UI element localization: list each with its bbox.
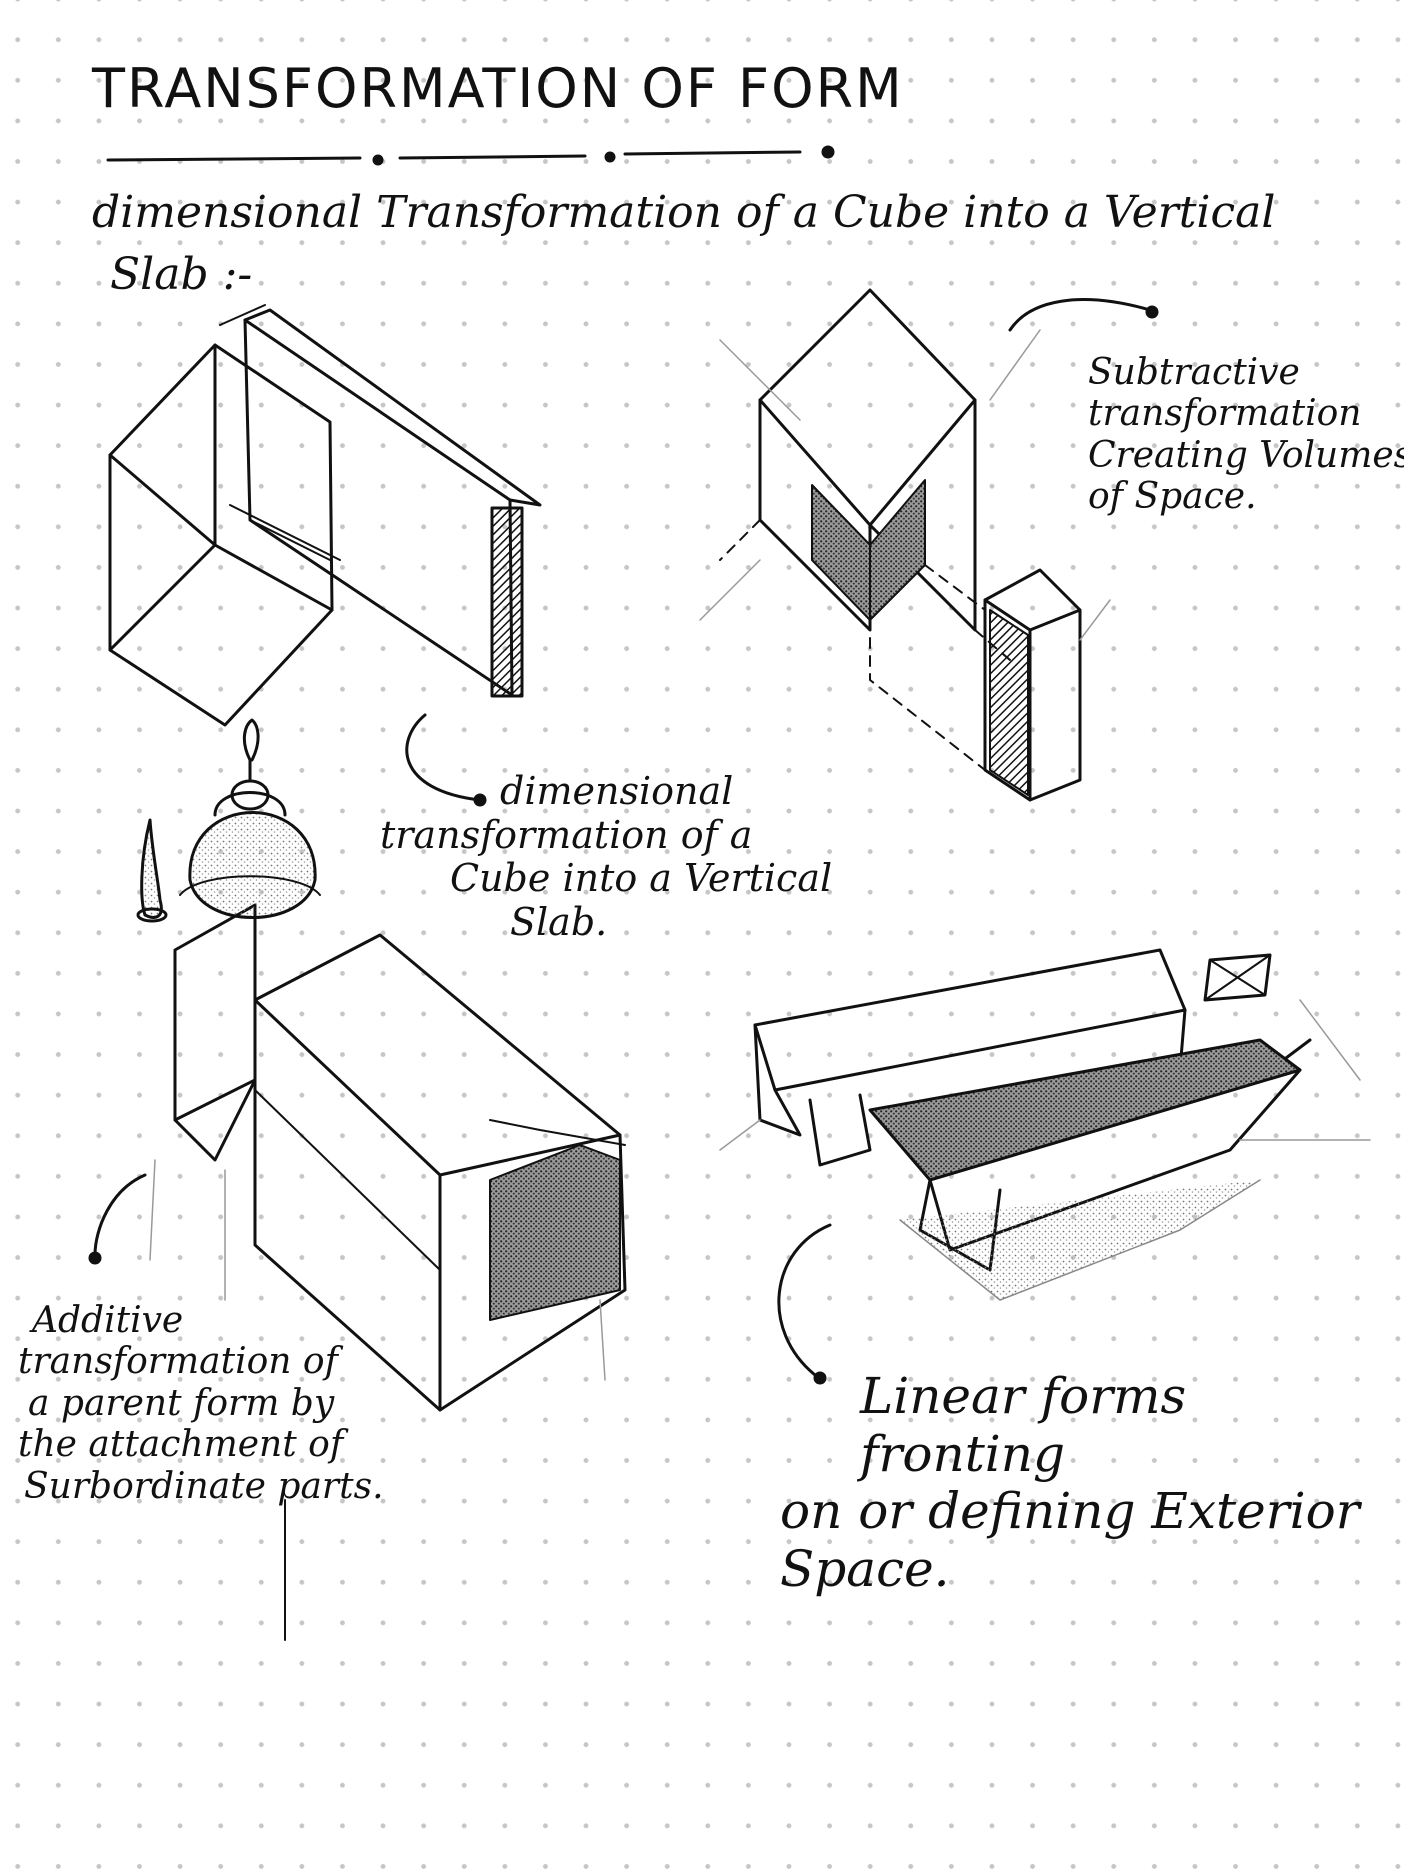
dimensional-caption: dimensional transformation of a Cube int… [380, 769, 880, 945]
caption-line: of Space. [1088, 476, 1257, 518]
caption-line: Additive [32, 1300, 184, 1341]
caption-line: a parent form by [28, 1382, 335, 1424]
caption-line: Slab. [510, 900, 608, 945]
caption-line: Linear forms fronting [860, 1367, 1187, 1483]
caption-line: Cube into a Vertical [450, 856, 833, 901]
title-underline [106, 145, 835, 166]
subtractive-caption: Subtractive transformation Creating Volu… [1088, 352, 1404, 518]
caption-line: dimensional [500, 769, 734, 813]
page-title: TRANSFORMATION OF FORM [92, 57, 904, 120]
page-subtitle: dimensional Transformation of a Cube int… [92, 187, 1276, 238]
caption-line: transformation of a [380, 812, 753, 857]
linear-caption: Linear forms fronting on or defining Ext… [780, 1367, 1390, 1598]
linear-forms-sketch [719, 948, 1371, 1385]
caption-line: transformation [1088, 393, 1362, 435]
page-subtitle-continued: Slab :- [110, 249, 253, 300]
caption-line: Space. [780, 1539, 950, 1598]
additive-caption: Additive transformation of a parent form… [18, 1300, 438, 1507]
caption-line: Surbordinate parts. [24, 1465, 384, 1507]
caption-line: Creating Volumes [1088, 434, 1404, 476]
caption-line: transformation of [18, 1341, 338, 1383]
caption-line: the attachment of [18, 1424, 344, 1466]
cube-to-slab-sketch [108, 304, 542, 807]
caption-line: on or defining Exterior [780, 1482, 1360, 1540]
caption-line: Subtractive [1088, 352, 1300, 393]
